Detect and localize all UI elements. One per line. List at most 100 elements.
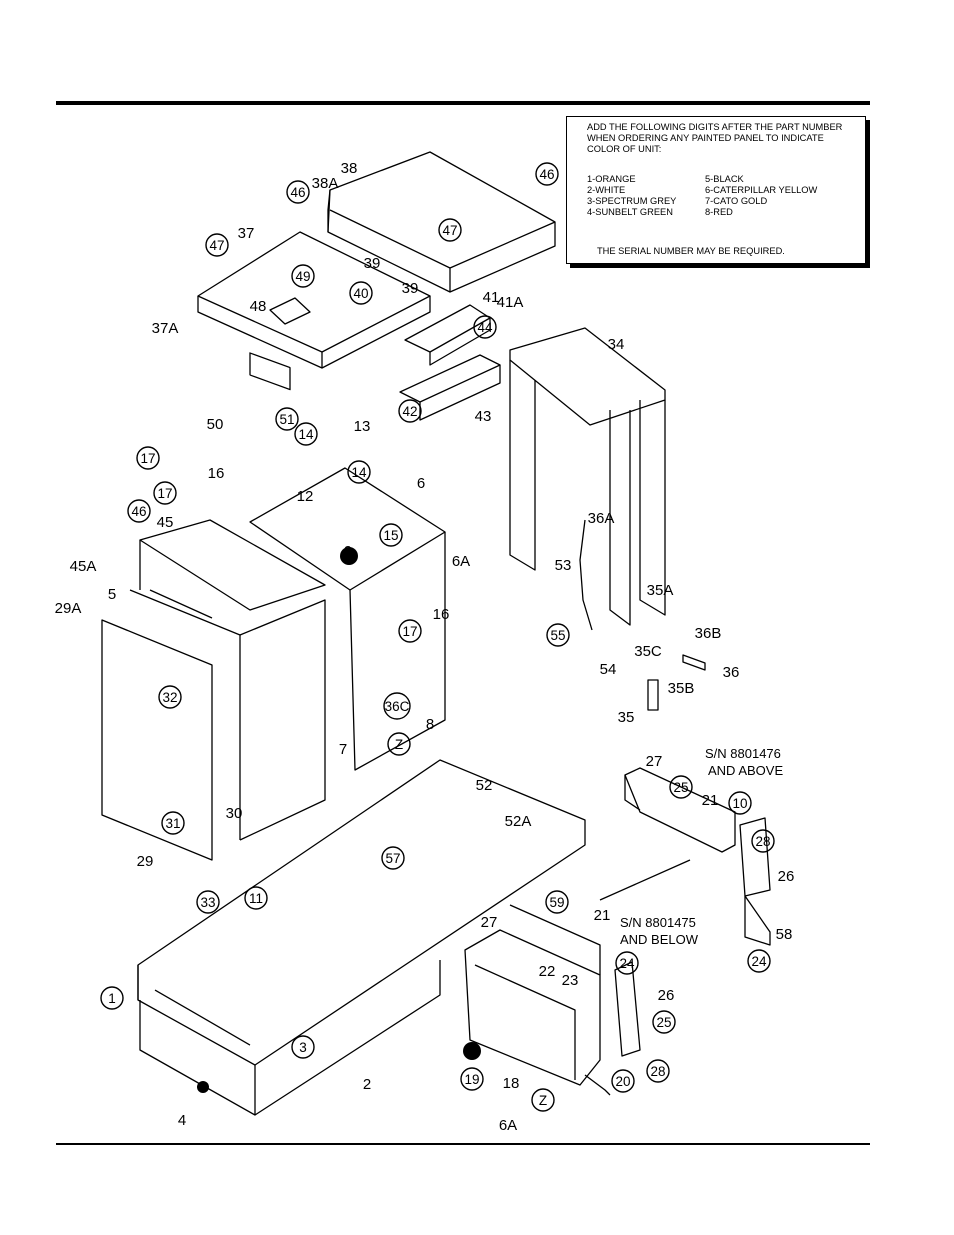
callout-circle [387,732,411,756]
callout-label-circled: 49 [295,269,310,284]
callout-circle [100,986,124,1010]
callout-label-circled: 46 [290,185,305,200]
callout-label-circled: 59 [549,895,564,910]
callout-label: 16 [208,465,225,482]
callout-label-circled: 19 [464,1072,479,1087]
callout-label: 35B [668,680,695,697]
color-item: 6-CATERPILLAR YELLOW [705,185,818,195]
callout-label-circled: 1 [108,991,116,1006]
callout-label: 35C [634,643,662,660]
callout-circle [291,1035,315,1059]
callout-label: 36B [695,625,722,642]
callout-circle [728,791,752,815]
gear-19 [463,1042,481,1060]
callout-label: 21 [594,907,611,924]
callout-label: 6 [417,475,425,492]
callout-circle [652,1010,676,1034]
serial-note-line: AND BELOW [620,932,699,947]
callout-label: 45A [70,558,97,575]
callout-label-circled: 33 [200,895,215,910]
callout-label: 13 [354,418,371,435]
callout-circles [100,162,775,1112]
callout-label-circled: 44 [477,320,493,335]
color-item: 8-RED [705,207,733,217]
callout-circle [196,890,220,914]
callout-label: 27 [646,753,663,770]
callout-circle [615,951,639,975]
callout-circle [379,523,403,547]
callout-circle [438,218,462,242]
callout-circle [127,499,151,523]
callout-label-circled: 46 [539,167,554,182]
callout-label: 48 [250,298,267,315]
callout-label: 39 [402,280,419,297]
callout-circle [460,1067,484,1091]
callout-label: 37 [238,225,255,242]
serial-note-line: S/N 8801476 [705,746,781,761]
callout-label: 21 [702,792,719,809]
callout-label: 16 [433,606,450,623]
callout-label-circled: 24 [619,956,635,971]
callout-label-circled: 14 [351,465,367,480]
callout-circle [291,264,315,288]
callout-circle [153,481,177,505]
line-art [101,151,771,1116]
callout-label: 50 [207,416,224,433]
callout-label-circled: Z [539,1093,547,1108]
callout-label: 58 [776,926,793,943]
callout-label: 6A [499,1117,517,1134]
callout-label: 6A [452,553,470,570]
callout-label: 35A [647,582,674,599]
callout-label-circled: 36C [385,699,410,714]
callout-label-circled: 42 [402,404,417,419]
callout-circle [535,162,559,186]
callout-label: 5 [108,586,116,603]
callout-label: 26 [658,987,675,1004]
callout-circle [161,811,185,835]
callout-label: 53 [555,557,572,574]
callout-label: 4 [178,1112,186,1129]
callout-circle [294,422,318,446]
callout-label: 29A [55,600,82,617]
callout-label-circled: 17 [157,486,172,501]
callout-label-circled: 31 [165,816,180,831]
callout-circle [275,407,299,431]
callout-label: 43 [475,408,492,425]
callout-label-circled: 25 [656,1015,671,1030]
color-item: 1-ORANGE [587,174,636,184]
callout-label: 39 [364,255,381,272]
color-list-left: 1-ORANGE 2-WHITE 3-SPECTRUM GREY 4-SUNBE… [587,174,676,218]
callout-label-circled: 46 [131,504,146,519]
callout-label-circled: 24 [751,954,767,969]
callout-label: 26 [778,868,795,885]
callout-circle [611,1069,635,1093]
callout-circle [205,233,229,257]
serial-number-note: THE SERIAL NUMBER MAY BE REQUIRED. [597,246,785,256]
serial-note-lower: S/N 8801475 AND BELOW [620,915,699,947]
callout-circle [747,949,771,973]
callout-circle [136,446,160,470]
callout-label: 36A [588,510,615,527]
callout-label-circled: 28 [755,834,770,849]
color-item: 3-SPECTRUM GREY [587,196,677,206]
callout-label: 41 [483,289,500,306]
bearing-9 [340,547,358,565]
callout-label: 30 [226,805,243,822]
callout-label: 36 [723,664,740,681]
callout-circle [646,1059,670,1083]
serial-note-upper: S/N 8801476 AND ABOVE [705,746,783,778]
color-item: 4-SUNBELT GREEN [587,207,673,217]
callout-label: 23 [562,972,579,989]
color-item: 5-BLACK [705,174,744,184]
callout-label: 2 [363,1076,371,1093]
callout-circle [286,180,310,204]
callout-circle [531,1088,555,1112]
callout-label-circled: 28 [650,1064,665,1079]
callout-label-circled: 20 [615,1074,630,1089]
callout-label-circled: 40 [353,286,368,301]
callout-label-circled: 47 [442,223,457,238]
callout-label: 22 [539,963,556,980]
callout-label: 12 [297,488,314,505]
